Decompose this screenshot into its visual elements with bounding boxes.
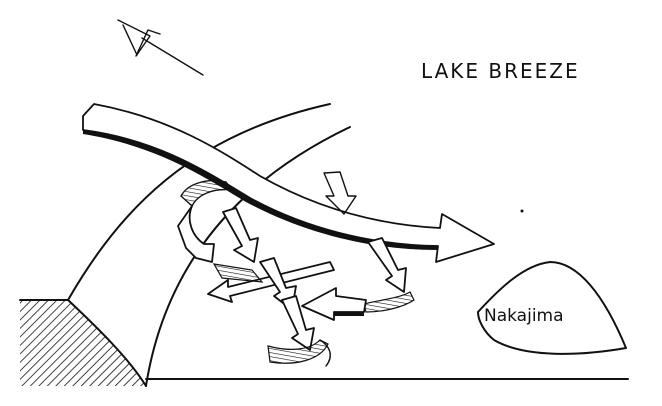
diagram-title: LAKE BREEZE: [421, 59, 580, 83]
right-return-flow: [301, 237, 415, 321]
north-arrow-icon: [117, 19, 204, 76]
marker-dot: [520, 209, 524, 213]
outer-landform-arc: [67, 103, 331, 301]
lower-downdraft-arrow: [281, 295, 315, 351]
shore-block: [19, 299, 147, 387]
inner-landform-arc: [145, 126, 351, 387]
surface-flow-arrow: [207, 261, 335, 303]
convergence-strip: [212, 257, 297, 311]
bottom-return-loop: [267, 339, 331, 367]
upper-wind-arrow: [82, 103, 495, 263]
island-label: Nakajima: [484, 306, 564, 326]
distant-downdraft-arrow: [323, 171, 357, 215]
nakajima-island: Nakajima: [477, 261, 627, 355]
left-circulation-loop: [177, 179, 259, 263]
